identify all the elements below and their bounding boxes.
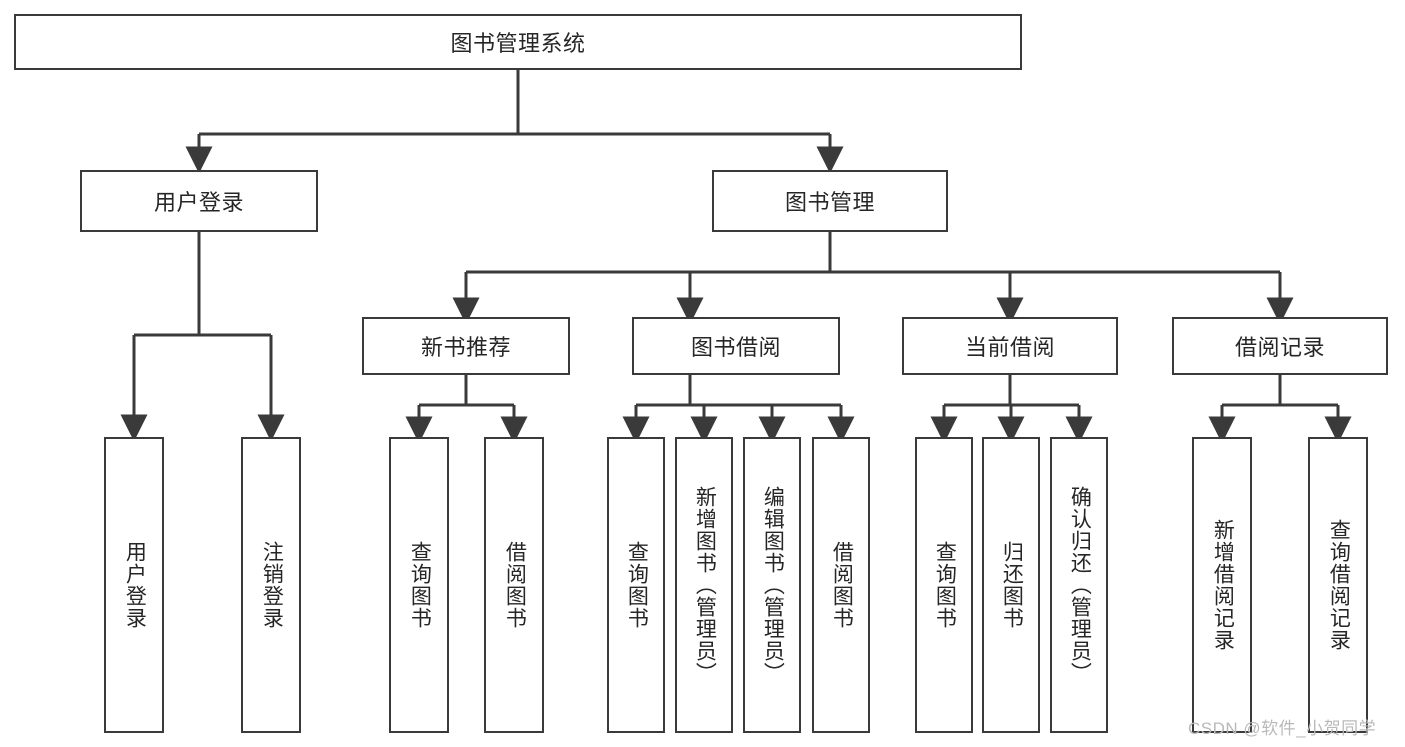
leaf-current-confirm-return-admin[interactable]: 确认归还（管理员） xyxy=(1050,437,1108,733)
leaf-borrow-borrow-book[interactable]: 借阅图书 xyxy=(812,437,870,733)
node-root-system[interactable]: 图书管理系统 xyxy=(14,14,1022,70)
node-label: 新书推荐 xyxy=(420,335,511,360)
node-label: 新增借阅记录 xyxy=(1211,519,1235,651)
node-label: 注销登录 xyxy=(260,541,284,629)
node-label: 图书管理 xyxy=(784,190,875,215)
node-label: 新增图书（管理员） xyxy=(693,486,717,684)
node-label: 图书借阅 xyxy=(690,335,781,360)
node-label: 查询借阅记录 xyxy=(1327,519,1351,651)
node-label: 查询图书 xyxy=(408,541,432,629)
node-label: 用户登录 xyxy=(123,541,147,629)
leaf-record-add[interactable]: 新增借阅记录 xyxy=(1192,437,1252,733)
node-label: 借阅图书 xyxy=(830,541,854,629)
node-user-login[interactable]: 用户登录 xyxy=(80,170,318,232)
leaf-record-query[interactable]: 查询借阅记录 xyxy=(1308,437,1368,733)
node-label: 借阅记录 xyxy=(1234,335,1325,360)
leaf-new-book-query[interactable]: 查询图书 xyxy=(389,437,449,733)
leaf-borrow-add-book-admin[interactable]: 新增图书（管理员） xyxy=(675,437,733,733)
leaf-borrow-query-book[interactable]: 查询图书 xyxy=(607,437,665,733)
node-label: 编辑图书（管理员） xyxy=(761,486,785,684)
leaf-user-login-logout[interactable]: 注销登录 xyxy=(241,437,301,733)
node-book-management[interactable]: 图书管理 xyxy=(712,170,948,232)
node-label: 借阅图书 xyxy=(503,541,527,629)
leaf-user-login-login[interactable]: 用户登录 xyxy=(104,437,164,733)
leaf-new-book-borrow[interactable]: 借阅图书 xyxy=(484,437,544,733)
node-borrow-record[interactable]: 借阅记录 xyxy=(1172,317,1388,375)
node-label: 归还图书 xyxy=(1000,541,1024,629)
leaf-current-query-book[interactable]: 查询图书 xyxy=(915,437,973,733)
node-label: 查询图书 xyxy=(933,541,957,629)
node-book-borrow[interactable]: 图书借阅 xyxy=(632,317,840,375)
node-label: 图书管理系统 xyxy=(450,31,586,56)
node-label: 确认归还（管理员） xyxy=(1068,486,1092,684)
node-label: 当前借阅 xyxy=(964,335,1055,360)
node-new-book-recommend[interactable]: 新书推荐 xyxy=(362,317,570,375)
node-current-borrow[interactable]: 当前借阅 xyxy=(902,317,1118,375)
leaf-current-return-book[interactable]: 归还图书 xyxy=(982,437,1040,733)
leaf-borrow-edit-book-admin[interactable]: 编辑图书（管理员） xyxy=(743,437,801,733)
csdn-watermark: CSDN @软件_小贺同学 xyxy=(1188,719,1377,738)
node-label: 查询图书 xyxy=(625,541,649,629)
node-label: 用户登录 xyxy=(153,190,244,215)
